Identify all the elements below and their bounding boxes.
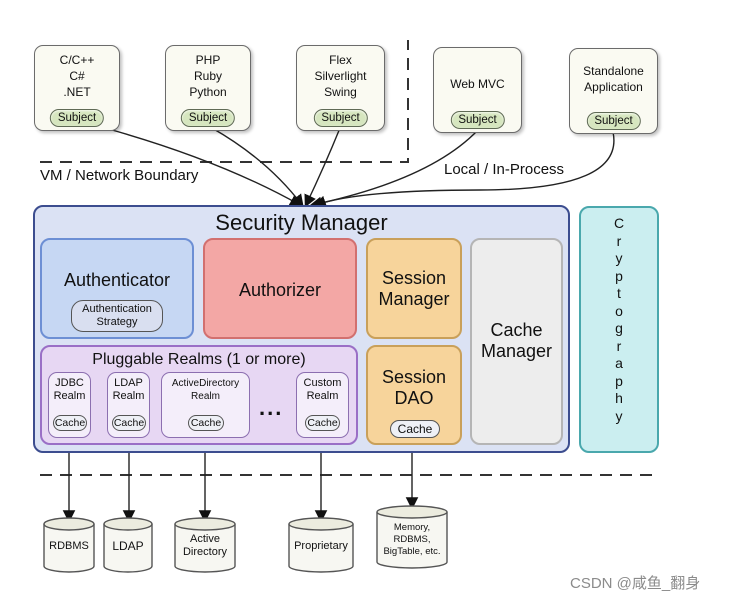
subject-pill: Subject [450, 111, 505, 129]
realms-ellipsis: ... [259, 395, 284, 420]
cryptography-letter: r [616, 337, 622, 354]
authentication-strategy: Authentication Strategy [71, 300, 163, 332]
store-cylinder-memory [376, 505, 448, 569]
realm-cache: Cache [188, 415, 224, 431]
vm-network-boundary-label: VM / Network Boundary [40, 167, 199, 184]
realm-cache: Cache [112, 415, 146, 431]
realm-cache: Cache [53, 415, 87, 431]
security-manager-title: Security Manager [215, 210, 388, 235]
cryptography-letter: y [615, 407, 623, 424]
cryptography-letter: a [615, 355, 623, 371]
cache-manager: Cache Manager [470, 238, 563, 445]
authenticator: Authenticator Authentication Strategy [40, 238, 194, 339]
subject-pill: Subject [49, 109, 105, 127]
session-dao: Session DAO Cache [366, 345, 462, 445]
store-cylinder-active-directory [174, 517, 236, 573]
subject-pill: Subject [313, 109, 368, 127]
cryptography-letter: r [616, 232, 622, 249]
arrow-php [211, 127, 304, 208]
arrow-standalone [313, 131, 615, 208]
client-cpp: C/C++C#.NET Subject [34, 45, 120, 131]
authenticator-label: Authenticator [63, 270, 171, 290]
cryptography-letter: t [617, 285, 621, 301]
vm-boundary-line [40, 40, 409, 163]
session-manager: Session Manager [366, 238, 462, 339]
watermark: CSDN @咸鱼_翻身 [570, 575, 701, 592]
local-inprocess-label: Local / In-Process [444, 161, 565, 178]
cryptography-letter: C [613, 215, 625, 231]
pluggable-realms-title: Pluggable Realms (1 or more) [92, 351, 306, 368]
cryptography-letter: p [615, 372, 623, 389]
arrow-cpp [104, 127, 303, 207]
cryptography-letter: g [615, 320, 623, 336]
cryptography-letter: y [615, 250, 623, 266]
store-cylinder-rdbms [43, 517, 95, 573]
arrow-flex [304, 127, 341, 208]
store-cylinder-proprietary [288, 517, 354, 573]
subject-pill: Subject [180, 109, 236, 127]
subject-pill: Subject [586, 112, 641, 130]
authorizer-label: Authorizer [238, 280, 322, 300]
store-cylinder-ldap [103, 517, 153, 573]
cryptography-letter: o [615, 302, 623, 319]
cryptography-letter: h [615, 390, 623, 406]
client-web-mvc: Web MVC Subject [433, 47, 522, 133]
authorizer: Authorizer [203, 238, 357, 339]
session-dao-cache: Cache [390, 420, 440, 438]
realm-cache: Cache [305, 415, 340, 431]
cryptography-letter: p [615, 267, 623, 284]
